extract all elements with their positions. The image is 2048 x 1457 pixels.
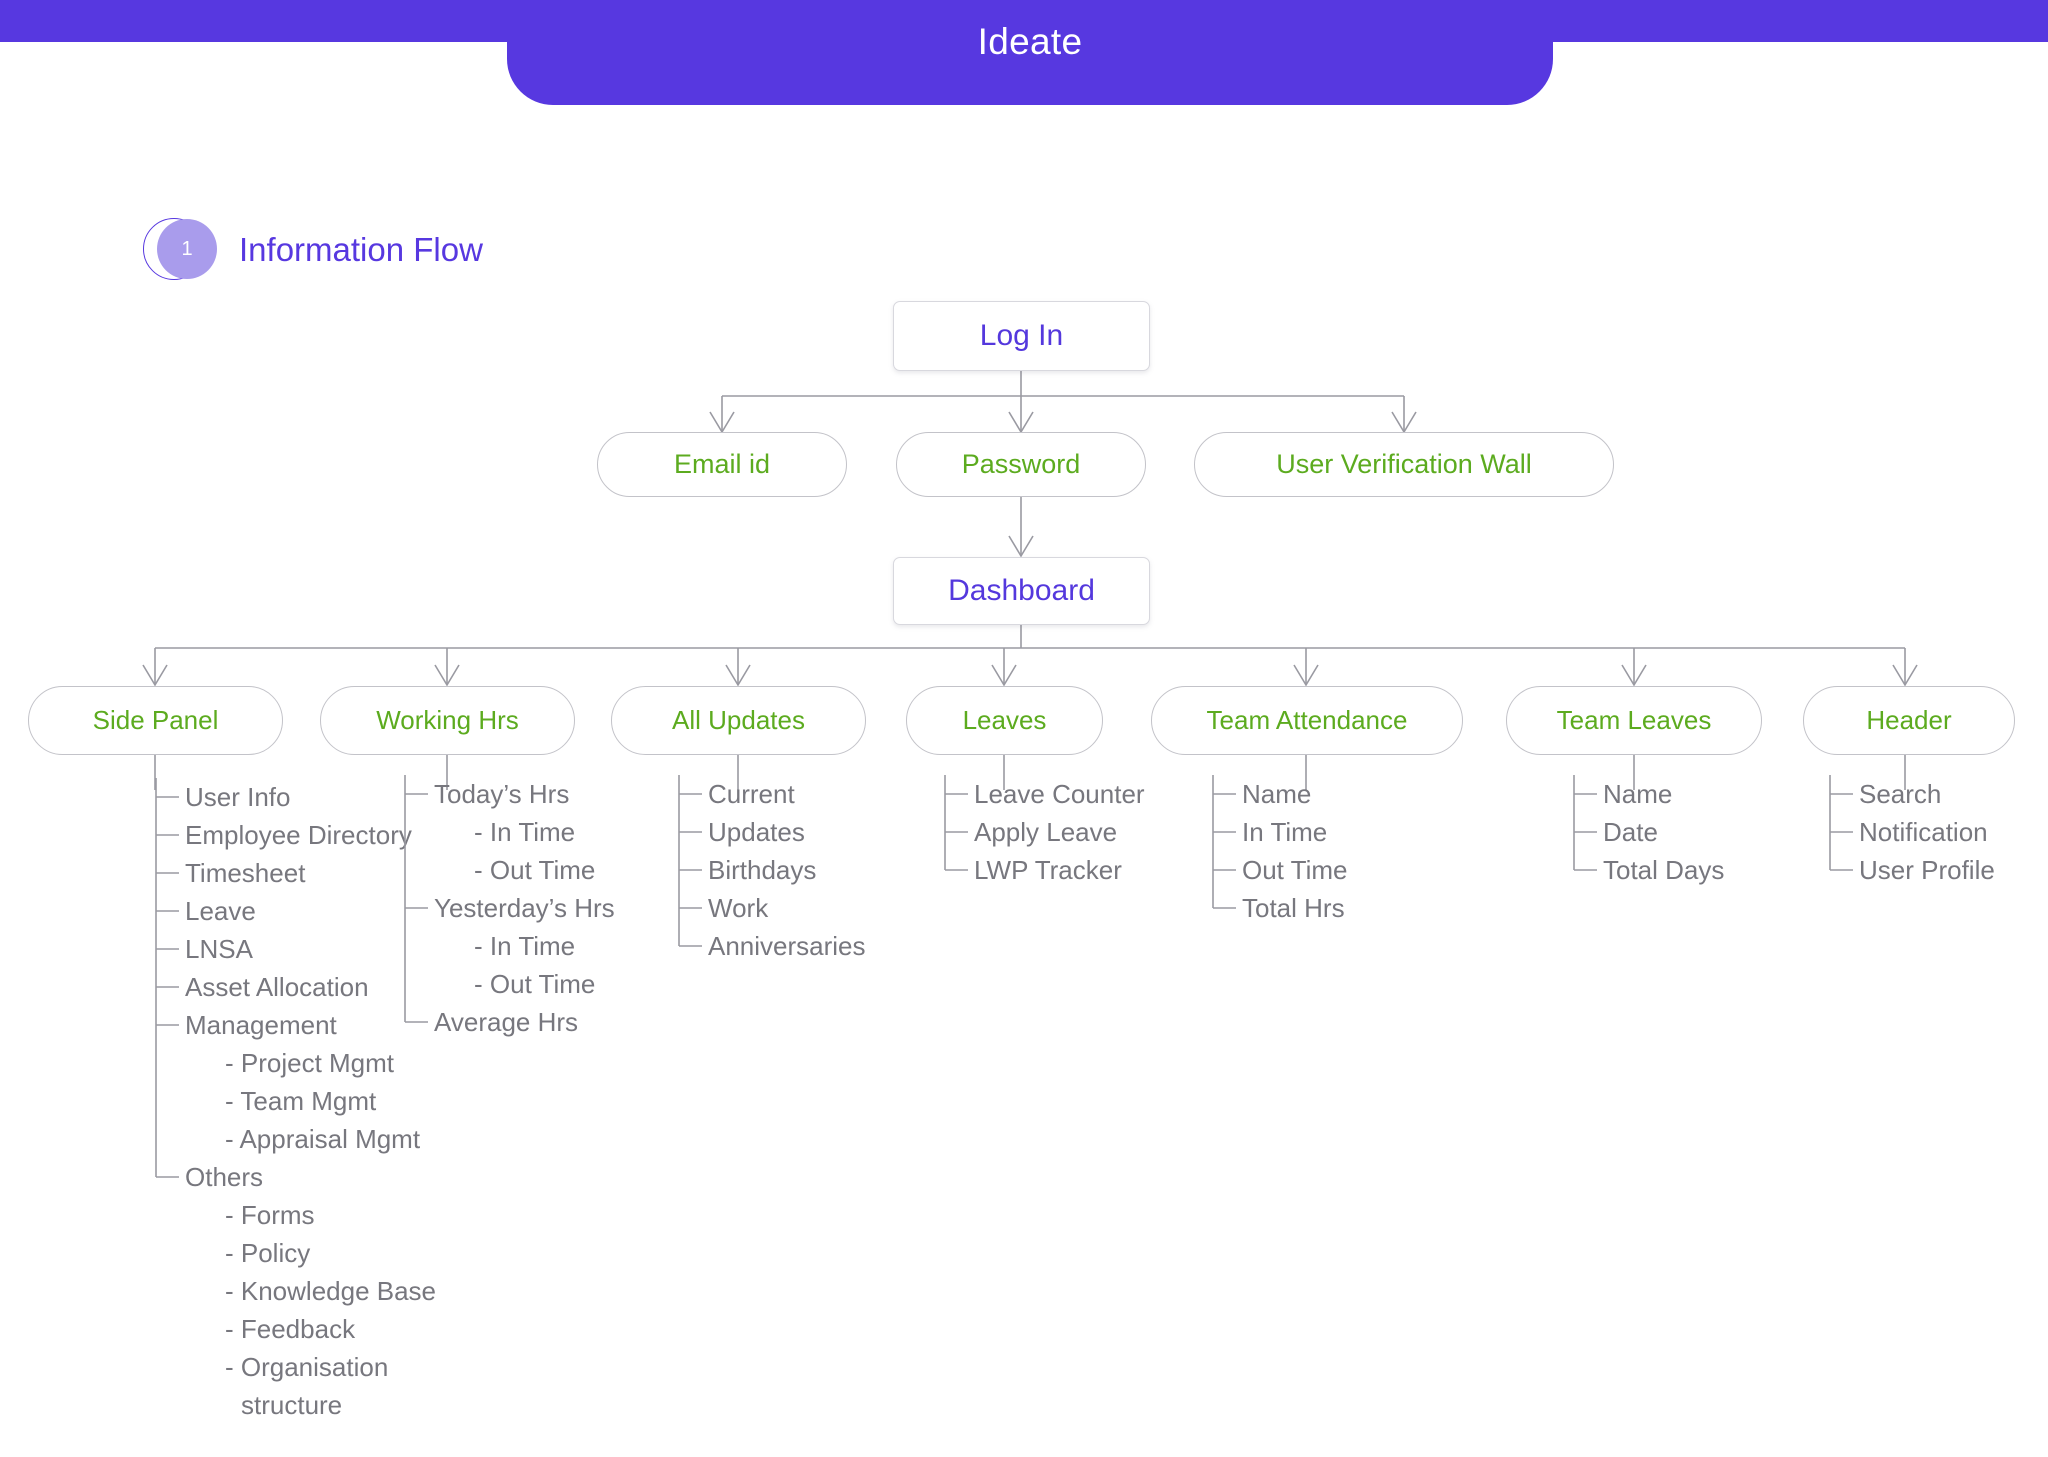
tree-item[interactable]: Apply Leave	[974, 817, 1118, 847]
tree-item[interactable]: Out Time	[1242, 855, 1348, 885]
node-password[interactable]: Password	[896, 432, 1146, 497]
tree-item[interactable]: - Team Mgmt	[225, 1086, 377, 1116]
tree-item[interactable]: Total Hrs	[1242, 893, 1345, 923]
tree-item[interactable]: Date	[1603, 817, 1658, 847]
tree-item[interactable]: - Project Mgmt	[225, 1048, 395, 1078]
tree-item[interactable]: Yesterday’s Hrs	[434, 893, 615, 923]
tree-item[interactable]: Current	[708, 779, 795, 809]
node-working-hrs[interactable]: Working Hrs	[320, 686, 575, 755]
tree-item[interactable]: User Info	[185, 782, 291, 812]
tree-item[interactable]: Others	[185, 1162, 264, 1192]
tree-item[interactable]: - In Time	[474, 817, 576, 847]
header-tab-shape	[507, 0, 1553, 105]
tree-item[interactable]: Name	[1603, 779, 1673, 809]
tree-spine	[404, 775, 428, 1023]
node-team-leaves[interactable]: Team Leaves	[1506, 686, 1762, 755]
tree-spine	[1829, 775, 1853, 871]
tree-item[interactable]: Asset Allocation	[185, 972, 369, 1002]
badge-number: 1	[157, 219, 217, 279]
tree-item[interactable]: Leave Counter	[974, 779, 1145, 809]
tree-spine	[1573, 775, 1597, 871]
tree-item[interactable]: - Policy	[225, 1238, 311, 1268]
tree-item[interactable]: - Organisation	[225, 1352, 389, 1382]
header-title: Ideate	[977, 21, 1083, 62]
tree-item[interactable]: Today’s Hrs	[434, 779, 570, 809]
node-team-attendance[interactable]: Team Attendance	[1151, 686, 1463, 755]
tree-spine	[155, 778, 179, 1178]
tree-item[interactable]: Total Days	[1603, 855, 1725, 885]
step-badge: 1	[143, 218, 225, 282]
tree-item[interactable]: Management	[185, 1010, 337, 1040]
tree-item[interactable]: Work	[708, 893, 769, 923]
tree-item[interactable]: - Feedback	[225, 1314, 356, 1344]
tree-item[interactable]: LNSA	[185, 934, 253, 964]
tree-item[interactable]: Anniversaries	[708, 931, 866, 961]
tree-spine	[944, 775, 968, 871]
node-user-verification-wall[interactable]: User Verification Wall	[1194, 432, 1614, 497]
tree-item[interactable]: Name	[1242, 779, 1312, 809]
node-side-panel[interactable]: Side Panel	[28, 686, 283, 755]
tree-item[interactable]: LWP Tracker	[974, 855, 1122, 885]
tree-item[interactable]: In Time	[1242, 817, 1328, 847]
tree-item[interactable]: - Forms	[225, 1200, 315, 1230]
section-heading: 1 Information Flow	[143, 218, 483, 282]
tree-item[interactable]: - Out Time	[474, 969, 596, 999]
tree-spine	[678, 775, 702, 947]
tree-item[interactable]: - In Time	[474, 931, 576, 961]
tree-item[interactable]: Birthdays	[708, 855, 817, 885]
tree-item[interactable]: - Knowledge Base	[225, 1276, 437, 1306]
tree-item[interactable]: Notification	[1859, 817, 1988, 847]
node-leaves[interactable]: Leaves	[906, 686, 1103, 755]
tree-spine	[1212, 775, 1236, 909]
tree-item[interactable]: User Profile	[1859, 855, 1995, 885]
tree-item[interactable]: structure	[241, 1390, 343, 1420]
tree-item[interactable]: Updates	[708, 817, 805, 847]
tree-item[interactable]: Search	[1859, 779, 1942, 809]
node-email-id[interactable]: Email id	[597, 432, 847, 497]
node-header[interactable]: Header	[1803, 686, 2015, 755]
tree-item[interactable]: Leave	[185, 896, 256, 926]
page-title: Information Flow	[239, 231, 483, 268]
tree-item[interactable]: Timesheet	[185, 858, 306, 888]
node-all-updates[interactable]: All Updates	[611, 686, 866, 755]
tree-item[interactable]: - Out Time	[474, 855, 596, 885]
node-dashboard[interactable]: Dashboard	[893, 557, 1150, 625]
tree-item[interactable]: - Appraisal Mgmt	[225, 1124, 421, 1154]
tree-item[interactable]: Average Hrs	[434, 1007, 579, 1037]
tree-item[interactable]: Employee Directory	[185, 820, 412, 850]
node-log-in[interactable]: Log In	[893, 301, 1150, 371]
